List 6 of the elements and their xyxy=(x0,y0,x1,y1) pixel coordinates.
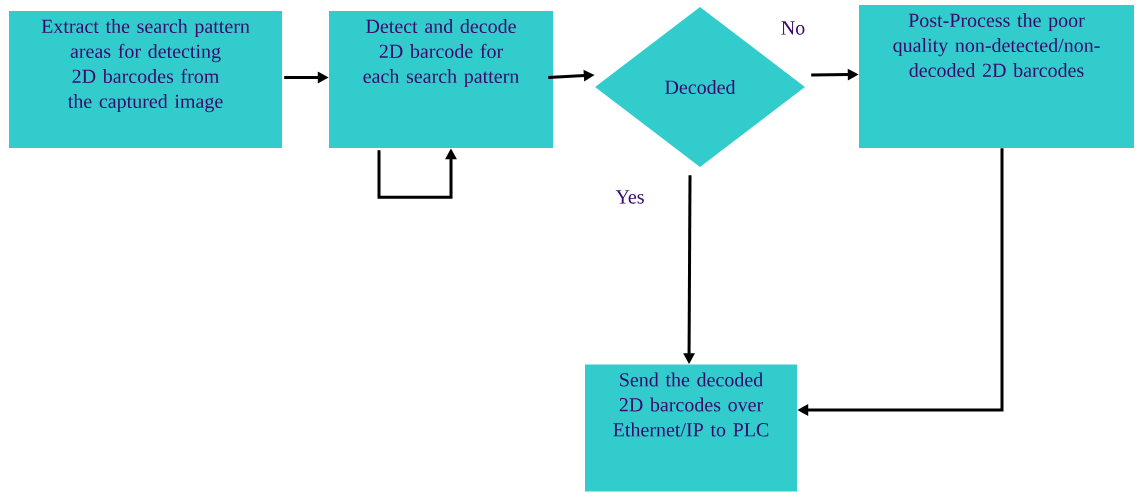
process-box: Post-Process the poor quality non-detected/non-decoded 2D barcodes xyxy=(859,5,1134,148)
process-box: Send the decoded 2D barcodes over Ethernet/IP to PLC xyxy=(585,364,797,492)
edge-label: No xyxy=(779,20,807,36)
process-box: Extract the search pattern areas for detecting 2D barcodes from the captured image xyxy=(9,11,282,148)
edge-label: Yes xyxy=(614,189,646,205)
process-box: Detect and decode 2D barcode for each search pattern xyxy=(329,11,553,148)
